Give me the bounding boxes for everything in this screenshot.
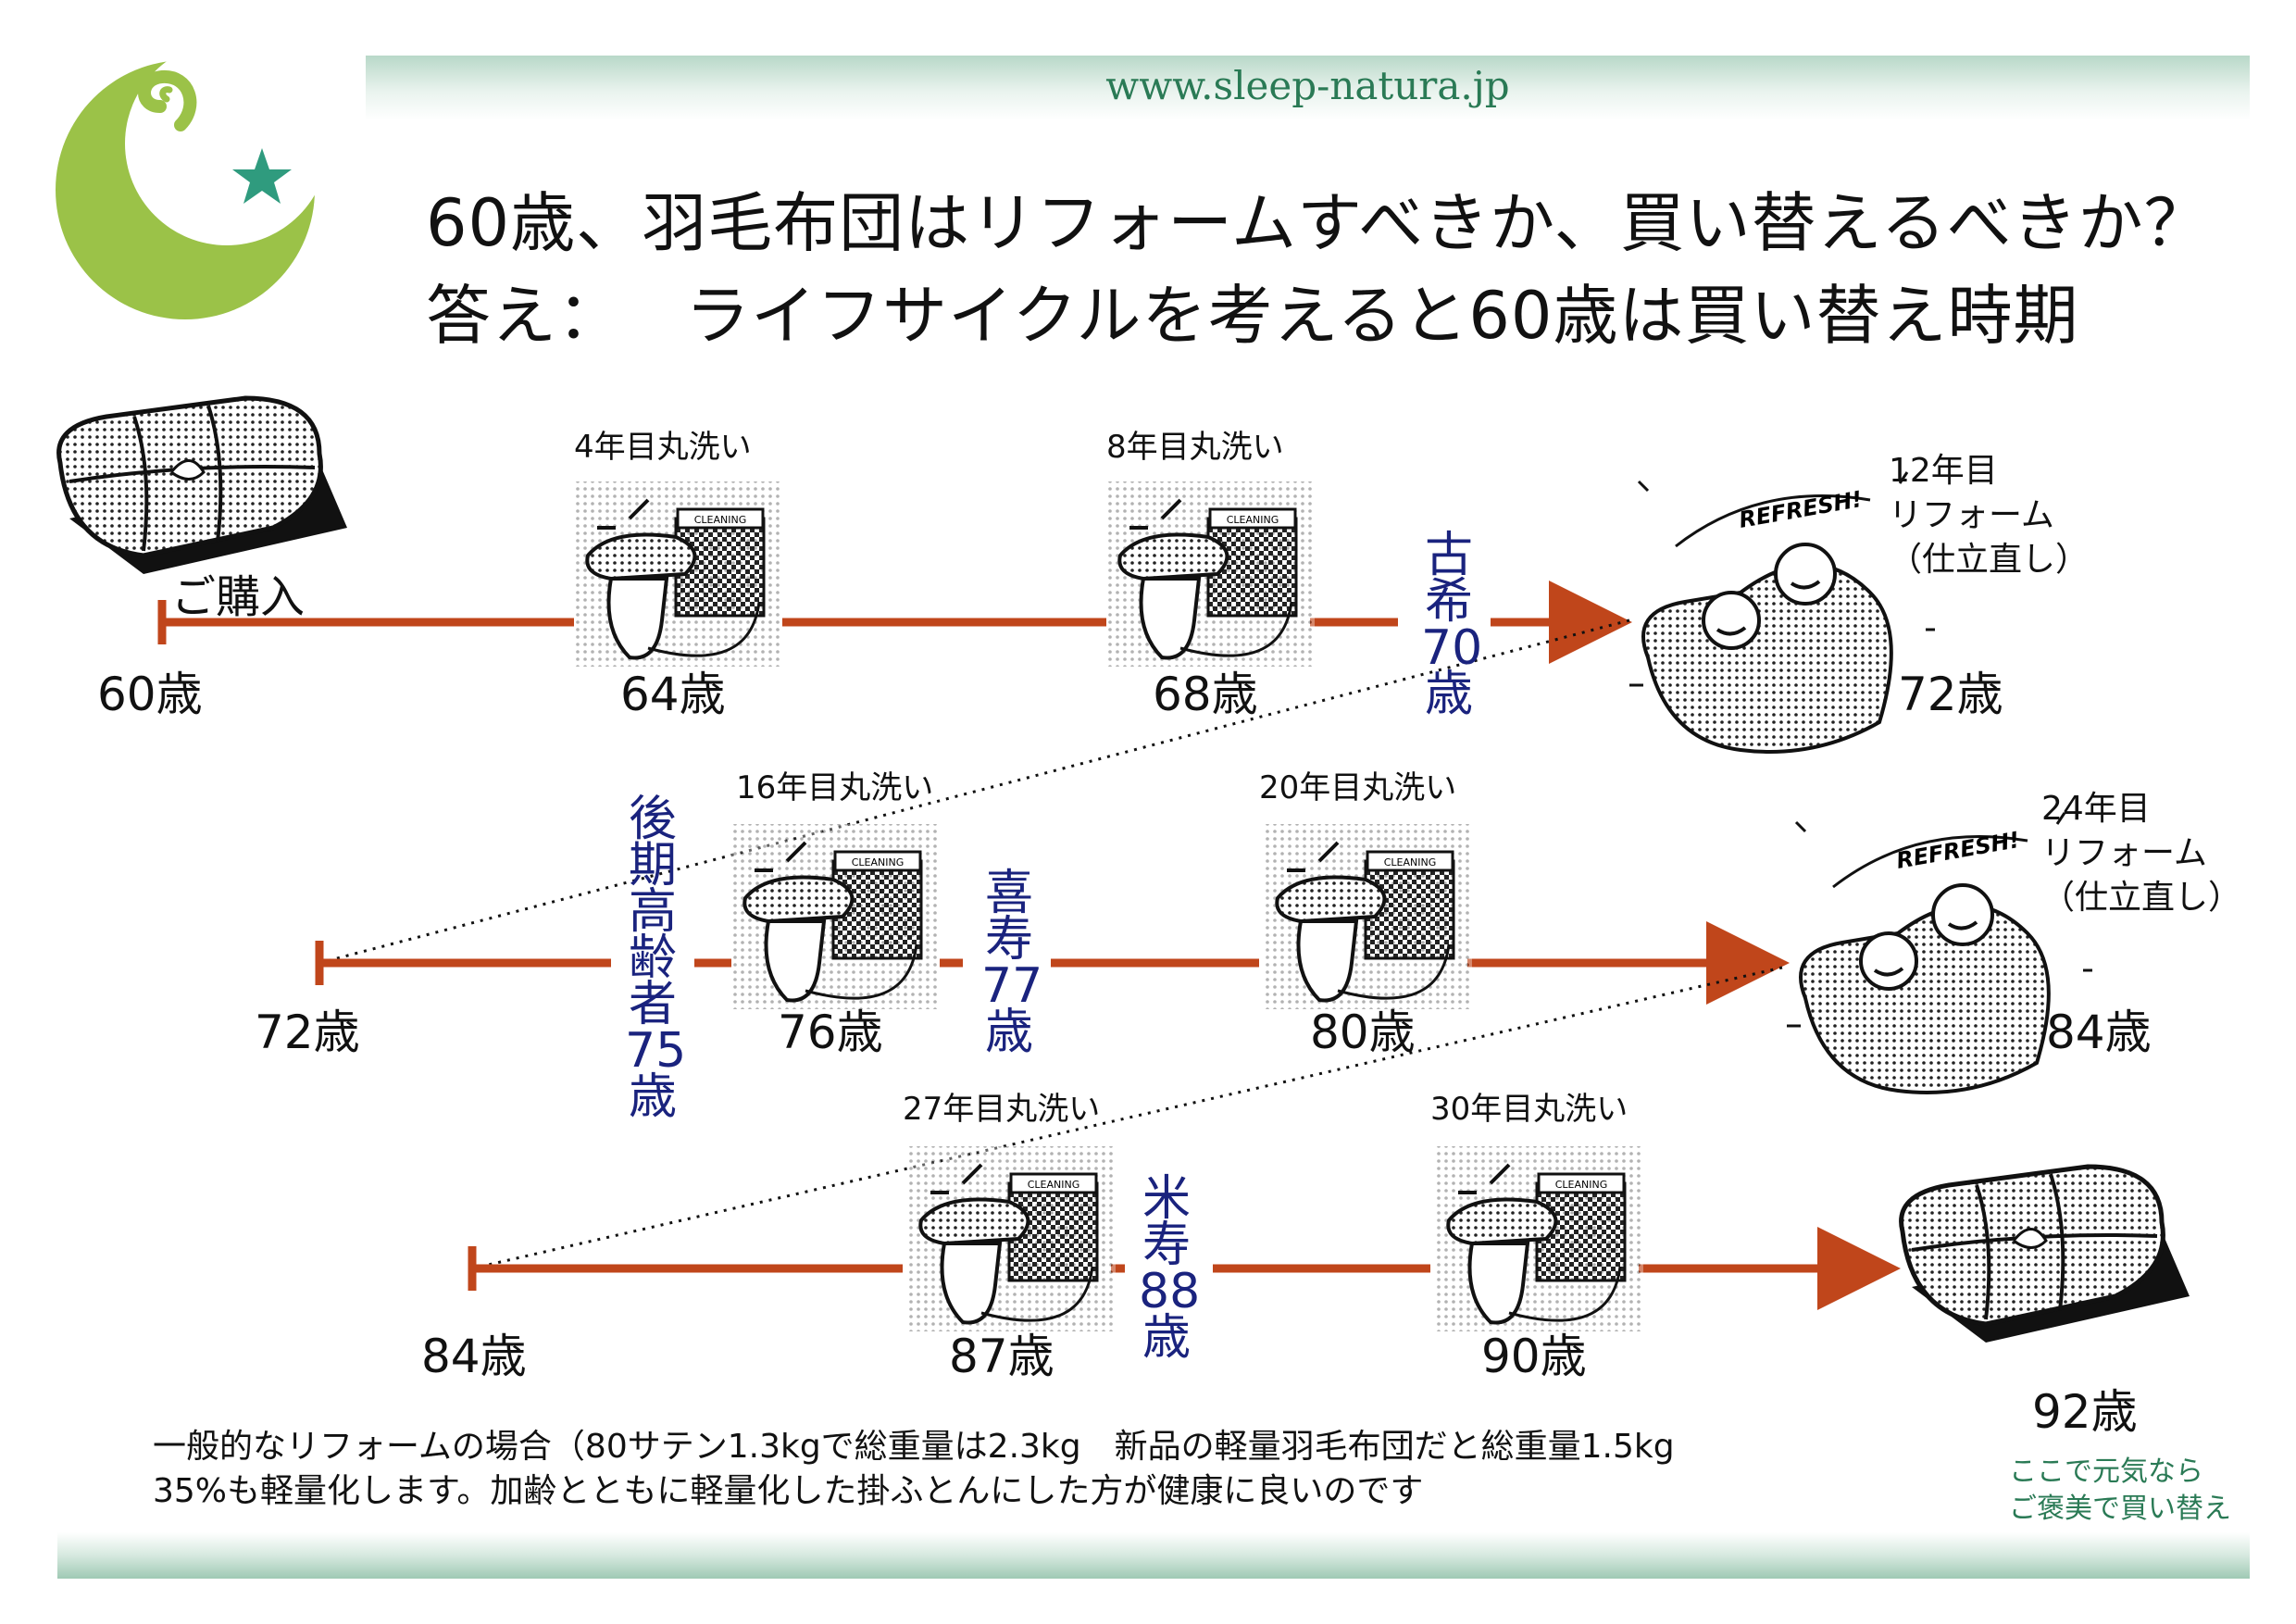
header-bar (366, 56, 2250, 120)
footer-note-line1: 一般的なリフォームの場合（80サテン1.3kgで総重量は2.3kg 新品の軽量羽… (153, 1428, 1675, 1466)
side-note-line2: ご褒美で買い替え (2009, 1493, 2231, 1525)
age-label: 60歳 (97, 668, 203, 721)
side-note: ここで元気なら ご褒美で買い替え (2009, 1454, 2231, 1528)
reform-label: 12年目 リフォーム （仕立直し） (1889, 449, 2089, 582)
age-label: 87歳 (949, 1330, 1054, 1383)
svg-text:CLEANING: CLEANING (694, 514, 747, 526)
celebration-label: 後期高齢者75歳 (625, 792, 687, 1125)
timeline-row2 (315, 921, 1790, 1005)
celebration-label: 喜寿77歳 (981, 866, 1043, 1060)
reform-note: （仕立直し） (1889, 541, 2090, 579)
refresh-reform-icon: REFRESH! (1629, 471, 1935, 754)
age-label: 92歳 (2032, 1385, 2138, 1439)
reform-label: 24年目 リフォーム （仕立直し） (2041, 787, 2241, 920)
timeline-row1 (157, 581, 1632, 664)
celebration-label: 古希70歳 (1421, 528, 1483, 722)
reform-year: 12年目 (1889, 452, 1998, 490)
site-url[interactable]: www.sleep-natura.jp (1105, 63, 1510, 108)
age-label: 80歳 (1310, 1006, 1416, 1059)
wash-label: 8年目丸洗い (1106, 429, 1284, 466)
futon-icon (56, 395, 347, 574)
age-label: 90歳 (1481, 1330, 1587, 1383)
svg-text:REFRESH!: REFRESH! (1737, 486, 1864, 533)
age-label: 84歳 (421, 1330, 527, 1383)
age-label: 72歳 (1898, 668, 2003, 721)
cleaning-machine-icon: CLEANING (574, 481, 782, 667)
wash-label: 20年目丸洗い (1259, 769, 1457, 806)
reform-year: 24年目 (2041, 790, 2151, 828)
cleaning-machine-icon (730, 822, 942, 1011)
celebration-label: 米寿88歳 (1139, 1171, 1201, 1366)
age-label: 68歳 (1153, 668, 1258, 721)
reform-note: （仕立直し） (2041, 879, 2242, 917)
page-title-line2: ライフサイクルを考えると60歳は買い替え時期 (685, 278, 2079, 354)
dotted-connector-2 (471, 966, 1783, 1270)
age-label: 76歳 (778, 1006, 883, 1059)
wash-label: 27年目丸洗い (903, 1091, 1101, 1128)
reform-text: リフォーム (2041, 834, 2207, 872)
cleaning-machine-icon (1433, 1144, 1645, 1333)
age-label: 72歳 (255, 1006, 360, 1059)
reform-text: リフォーム (1889, 496, 2054, 534)
side-note-line1: ここで元気なら (2009, 1455, 2203, 1488)
wash-label: 16年目丸洗い (736, 769, 934, 806)
footer-note-line2: 35%も軽量化します。加齢とともに軽量化した掛ふとんにした方が健康に良いのです (153, 1472, 1424, 1510)
cleaning-machine-icon (1262, 822, 1474, 1011)
page-title-line2-prefix: 答え： (426, 278, 623, 354)
futon-icon (1899, 1164, 2190, 1343)
page-title-line1: 60歳、羽毛布団はリフォームすべきか、買い替えるべきか？ (426, 185, 2210, 261)
cleaning-machine-icon (1104, 480, 1316, 668)
wash-label: 4年目丸洗い (574, 429, 752, 466)
age-label: 64歳 (620, 668, 726, 721)
timeline-row3 (468, 1227, 1901, 1310)
wash-label: 30年目丸洗い (1430, 1091, 1628, 1128)
cleaning-machine-icon (905, 1144, 1117, 1333)
age-label: 84歳 (2046, 1006, 2152, 1059)
moon-star-logo (56, 60, 315, 319)
footer-bar (57, 1532, 2250, 1579)
purchase-label: ご購入 (171, 571, 306, 623)
dotted-connector-1 (318, 618, 1630, 965)
